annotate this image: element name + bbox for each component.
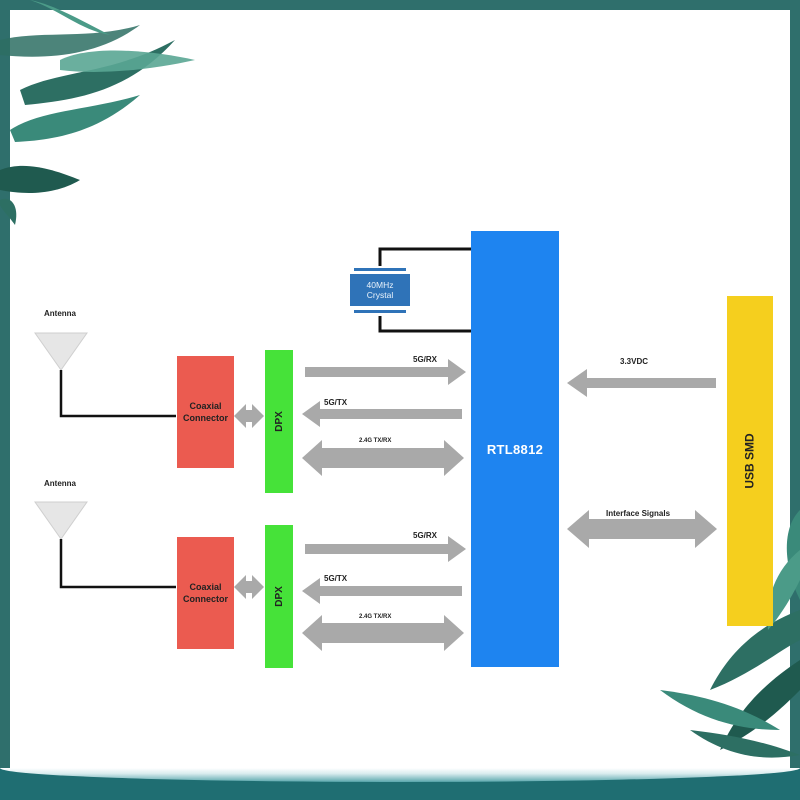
tx5g-label: 5G/TX [324,574,348,583]
frame-left [0,0,10,800]
txrx24-label: 2.4G TX/RX [359,614,392,620]
chip-label: RTL8812 [486,441,544,457]
txrx24-arrow [302,615,464,651]
antenna-icon [34,501,88,540]
rx5g-label: 5G/RX [413,531,438,540]
dpx-block: DPX [265,350,293,493]
coaxial-connector: Coaxial Connector [177,537,234,649]
power-arrow [567,369,716,397]
usb-smd-block: USB SMD [727,296,773,626]
frame-right [790,0,800,800]
dpx-label: DPX [273,411,285,432]
antenna-label: Antenna [44,309,76,318]
txrx24-arrow [302,440,464,476]
coax-dpx-arrow [234,404,264,428]
crystal-label: 40MHz Crystal [350,274,410,306]
coaxial-connector: Coaxial Connector [177,356,234,468]
rtl8812-chip: RTL8812 [471,231,559,667]
rx5g-arrow [305,359,466,385]
crystal-wire-bottom [378,316,471,333]
power-label: 3.3VDC [620,357,649,366]
dpx-block: DPX [265,525,293,668]
coax-label: Coaxial Connector [183,582,228,604]
interface-arrow [567,510,717,548]
antenna-feed-wire [59,370,176,418]
coax-label: Coaxial Connector [183,401,228,423]
usb-label: USB SMD [743,433,757,489]
antenna-icon [34,332,88,371]
tx5g-arrow [302,578,462,604]
crystal-pin-bottom [354,310,406,313]
tx5g-arrow [302,401,462,427]
interface-label: Interface Signals [606,509,671,518]
frame-bottom-wave [0,768,800,782]
coax-dpx-arrow [234,575,264,599]
tx5g-label: 5G/TX [324,398,348,407]
txrx24-label: 2.4G TX/RX [359,438,392,444]
crystal-oscillator: 40MHz Crystal [350,266,410,316]
frame-top [0,0,800,10]
rx5g-label: 5G/RX [413,355,438,364]
antenna-feed-wire [59,539,176,589]
rx5g-arrow [305,536,466,562]
antenna-label: Antenna [44,479,76,488]
crystal-pin-top [354,268,406,271]
crystal-wire-top [378,247,471,266]
dpx-label: DPX [273,586,285,607]
